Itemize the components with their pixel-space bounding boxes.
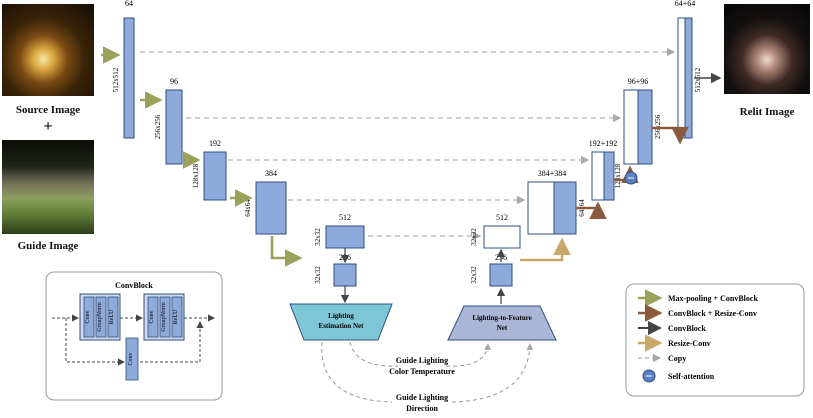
bottleneck-channel-label: 512 xyxy=(339,213,351,222)
legend: Max-pooling + ConvBlock ConvBlock + Resi… xyxy=(625,283,805,397)
bottleneck-resolution-label: 32x32 xyxy=(314,228,322,246)
source-image xyxy=(2,4,94,96)
guide-lighting-flow: Guide Lighting Color Temperature Guide L… xyxy=(321,342,530,413)
convblock-inset: ConvBlock Conv GroupNorm ReLU Conv Group… xyxy=(45,271,223,401)
color-temperature-label: Color Temperature xyxy=(389,367,455,376)
skip-conv-layer xyxy=(125,337,139,381)
legend-label: ConvBlock xyxy=(668,324,706,333)
convblock-panel xyxy=(45,271,223,401)
lighting-to-feature-net: Lighting-to-Feature Net xyxy=(447,305,557,341)
groupnorm-layer-label: GroupNorm xyxy=(161,302,167,332)
relu-layer xyxy=(107,296,119,338)
direction-arc xyxy=(321,342,530,403)
encoder-resolution-label: 64x64 xyxy=(244,199,252,217)
convblock-resize-arrow xyxy=(576,201,607,219)
bottleneck-channel-label: 512 xyxy=(496,213,508,222)
groupnorm-layer xyxy=(159,296,171,338)
decoder-block-384-copy xyxy=(527,181,555,235)
legend-label: Copy xyxy=(668,354,686,363)
relit-image-label: Relit Image xyxy=(739,106,795,118)
encoder-block-96 xyxy=(165,89,183,165)
decoder-arrows xyxy=(520,72,722,262)
encoder-channel-label: 64 xyxy=(125,0,133,8)
conv-layer xyxy=(147,296,159,338)
encoder-block-384 xyxy=(255,181,287,235)
encoder-resolution-label: 512x512 xyxy=(112,67,120,92)
source-image-label: Source Image xyxy=(15,104,81,116)
skip-conv-label: Conv xyxy=(128,352,134,365)
guide-image-label: Guide Image xyxy=(17,240,79,252)
encoder-resolution-label: 128x128 xyxy=(192,163,200,188)
convblock-resize-arrow xyxy=(652,126,689,145)
encoder: 64 96 192 384 512x512 256x256 128x128 64… xyxy=(112,0,287,235)
decoder-block-192-copy xyxy=(591,151,605,201)
bottleneck-block-256 xyxy=(333,263,357,287)
relu-layer xyxy=(171,296,183,338)
lighting-to-feature-label: Lighting-to-Feature xyxy=(472,314,531,322)
guide-image xyxy=(2,140,94,234)
relu-layer-label: ReLU xyxy=(109,309,115,324)
decoder-channel-label: 384+384 xyxy=(538,169,567,178)
decoder-resolution-label: 512x512 xyxy=(694,67,702,92)
decoder: 64+64 96+96 192+192 384+384 512x512 256x… xyxy=(527,0,702,235)
bottleneck-left: 512 256 32x32 32x32 xyxy=(314,213,365,304)
color-temperature-arc xyxy=(349,342,488,367)
decoder-channel-label: 192+192 xyxy=(589,139,618,148)
lighting-estimation-net: Lighting Estimation Net xyxy=(289,303,393,341)
color-temperature-label: Guide Lighting xyxy=(396,356,448,365)
bottleneck-block-256-feature xyxy=(489,263,513,287)
encoder-block-192 xyxy=(203,151,227,201)
convblock-title: ConvBlock xyxy=(115,281,153,290)
bottleneck-right: 512 256 32x32 32x32 xyxy=(470,213,521,304)
legend-label: Resize-Conv xyxy=(668,339,711,348)
relit-image xyxy=(724,4,810,94)
groupnorm-layer-label: GroupNorm xyxy=(97,302,103,332)
encoder-channel-label: 384 xyxy=(265,169,277,178)
decoder-channel-label: 96+96 xyxy=(628,77,649,86)
bottleneck-block-512 xyxy=(325,225,365,249)
bottleneck-resolution-label: 32x32 xyxy=(314,266,322,284)
direction-label: Direction xyxy=(406,404,438,413)
legend-label: Self-attention xyxy=(668,372,715,381)
lighting-to-feature-label: Net xyxy=(497,324,508,332)
encoder-channel-label: 192 xyxy=(209,139,221,148)
direction-label: Guide Lighting xyxy=(396,393,448,402)
decoder-block-96 xyxy=(637,89,653,165)
convblock-skip-path xyxy=(65,318,125,366)
encoder-resolution-label: 256x256 xyxy=(154,114,162,139)
bottleneck-block-512-concat xyxy=(483,225,521,249)
decoder-block-96-copy xyxy=(623,89,639,165)
decoder-block-192 xyxy=(603,151,615,201)
bottleneck-resolution-label: 32x32 xyxy=(470,266,478,284)
lighting-estimation-label: Estimation Net xyxy=(319,322,365,330)
decoder-channel-label: 64+64 xyxy=(675,0,696,8)
conv-layer-label: Conv xyxy=(85,310,91,323)
decoder-block-64 xyxy=(684,17,693,139)
decoder-block-384 xyxy=(553,181,577,235)
conv-layer-label: Conv xyxy=(149,310,155,323)
convblock-skip-path xyxy=(140,321,204,363)
legend-label: ConvBlock + Resize-Conv xyxy=(668,309,757,318)
lighting-estimation-shape xyxy=(289,303,393,341)
lighting-estimation-label: Lighting xyxy=(328,312,354,320)
legend-label: Max-pooling + ConvBlock xyxy=(668,294,758,303)
resize-conv-arrow xyxy=(520,237,571,262)
maxpool-arrows xyxy=(101,46,303,267)
bottleneck-resolution-label: 32x32 xyxy=(470,228,478,246)
relu-layer-label: ReLU xyxy=(173,309,179,324)
encoder-channel-label: 96 xyxy=(170,77,178,86)
conv-layer xyxy=(83,296,95,338)
lighting-to-feature-shape xyxy=(447,305,557,341)
decoder-resolution-label: 128x128 xyxy=(614,163,622,188)
copy-connections xyxy=(140,47,676,241)
maxpool-arrow xyxy=(270,236,303,267)
legend-panel xyxy=(625,283,805,397)
plus-sign: + xyxy=(43,118,53,135)
decoder-block-64-copy xyxy=(677,17,686,139)
encoder-block-64 xyxy=(123,17,135,139)
groupnorm-layer xyxy=(95,296,107,338)
